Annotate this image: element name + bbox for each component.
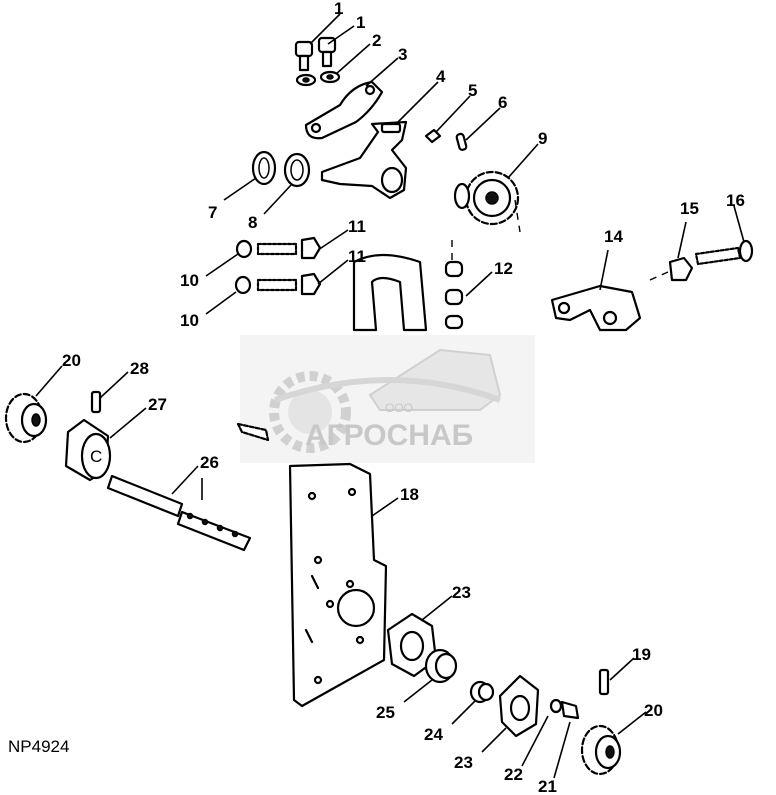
callout-20: 20 [62, 351, 81, 370]
callout-labels: 1 1 2 3 4 5 6 9 7 8 10 10 11 11 12 14 15… [62, 0, 745, 795]
figure-code: NP4924 [8, 737, 69, 756]
part-20-sprocket-left [4, 392, 48, 444]
part-14-idler-bracket [550, 284, 642, 332]
callout-20: 20 [644, 701, 663, 720]
callout-15: 15 [680, 199, 699, 218]
part-6-pin [455, 132, 468, 151]
part-24-collar [469, 680, 495, 704]
callout-11: 11 [348, 217, 366, 236]
part-28-key [90, 390, 102, 414]
callout-8: 8 [248, 213, 257, 232]
part-15-nut [649, 256, 694, 282]
callout-22: 22 [504, 765, 523, 784]
part-2-lock-washers [295, 70, 341, 87]
part-19-key [598, 668, 610, 696]
callout-12: 12 [494, 259, 513, 278]
callout-2: 2 [372, 31, 381, 50]
callout-28: 28 [130, 359, 149, 378]
part-26-shafts [106, 474, 252, 552]
callout-11: 11 [348, 247, 366, 266]
callout-23: 23 [452, 583, 471, 602]
part-4-bracket [320, 120, 408, 200]
part-3-clamp [304, 80, 384, 140]
part-10-11-bolts-nuts [234, 236, 322, 296]
svg-text:C: C [90, 447, 102, 466]
part-16-bolt [694, 239, 754, 266]
leader-lines [35, 13, 745, 779]
part-23-flange-lower [498, 674, 540, 738]
callout-9: 9 [538, 129, 547, 148]
watermark-logo: ООО АГРОСНАБ [240, 335, 535, 463]
part-20-sprocket-right [580, 724, 622, 776]
part-8-bushing [283, 152, 311, 188]
callout-24: 24 [424, 725, 443, 744]
callout-10: 10 [180, 271, 199, 290]
callout-1: 1 [356, 13, 365, 32]
callout-1: 1 [334, 0, 343, 18]
part-18-side-plate [288, 462, 388, 708]
part-12-chain [444, 240, 464, 330]
watermark-brand: АГРОСНАБ [305, 419, 473, 452]
callout-10: 10 [180, 311, 199, 330]
callout-4: 4 [436, 67, 446, 86]
callout-25: 25 [376, 703, 395, 722]
part-5-grease-fitting [424, 128, 442, 144]
part-21-22-bolt-nut [549, 698, 580, 720]
callout-14: 14 [604, 227, 623, 246]
callout-5: 5 [468, 81, 477, 100]
callout-19: 19 [632, 645, 651, 664]
drive-belt [352, 253, 428, 332]
callout-27: 27 [148, 395, 167, 414]
watermark-prefix: ООО [385, 401, 413, 415]
part-9-sprocket [453, 170, 521, 233]
part-25-bearing [424, 648, 458, 684]
part-7-snap-ring [251, 150, 277, 186]
callout-3: 3 [398, 45, 407, 64]
callout-18: 18 [400, 485, 419, 504]
callout-6: 6 [498, 93, 507, 112]
part-27-hub: C [64, 418, 112, 482]
callout-21: 21 [538, 777, 557, 795]
callout-26: 26 [200, 453, 219, 472]
spring-clip [236, 422, 270, 442]
callout-7: 7 [208, 203, 217, 222]
callout-16: 16 [726, 191, 745, 210]
callout-23: 23 [454, 753, 473, 772]
